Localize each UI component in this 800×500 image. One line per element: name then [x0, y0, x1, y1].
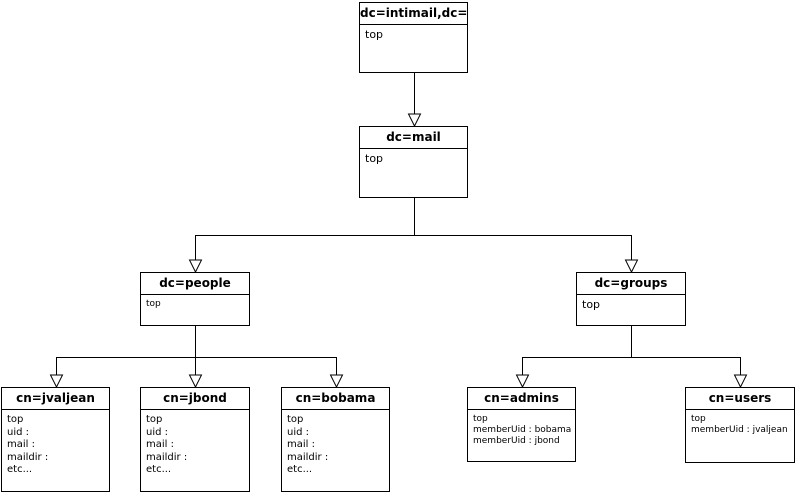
node-title: cn=jvaljean — [2, 388, 109, 410]
attribute-line: etc... — [287, 464, 313, 475]
attribute-line: memberUid : bobama — [473, 425, 572, 435]
node-jvaljean[interactable]: cn=jvaljean top uid : mail : maildir : e… — [1, 387, 110, 492]
attribute-line: uid : — [287, 426, 310, 438]
attribute-line: top — [146, 414, 163, 425]
node-bobama[interactable]: cn=bobama top uid : mail : maildir : etc… — [281, 387, 390, 492]
attribute-line: maildir : — [287, 451, 329, 463]
edge-groups-admins — [522, 326, 632, 375]
attribute-line: top — [365, 152, 384, 165]
node-attributes: top — [360, 25, 467, 45]
arrowhead-icon — [188, 374, 203, 389]
attribute-line: etc... — [7, 464, 33, 475]
attribute-line: mail : — [287, 439, 315, 450]
arrowhead-icon — [49, 374, 64, 389]
attribute-line: uid : — [146, 426, 169, 438]
node-attributes: top — [141, 295, 249, 314]
attribute-line: maildir : — [146, 451, 188, 463]
attribute-line: top — [365, 28, 384, 41]
node-groups[interactable]: dc=groups top — [576, 272, 686, 326]
attribute-line: top — [582, 298, 601, 311]
node-mail[interactable]: dc=mail top — [359, 126, 468, 198]
attribute-line: top — [287, 414, 304, 425]
node-title: dc=people — [141, 273, 249, 295]
arrowhead-icon — [624, 259, 639, 274]
arrowhead-icon — [733, 374, 748, 389]
node-title: cn=users — [686, 388, 794, 410]
node-attributes: top uid : mail : maildir : etc... — [2, 410, 109, 481]
node-admins[interactable]: cn=admins top memberUid : bobama memberU… — [467, 387, 576, 462]
node-jbond[interactable]: cn=jbond top uid : mail : maildir : etc.… — [140, 387, 250, 492]
node-title: cn=jbond — [141, 388, 249, 410]
node-title: cn=admins — [468, 388, 575, 410]
attribute-line: memberUid : jbond — [473, 436, 560, 446]
node-attributes: top memberUid : bobama memberUid : jbond — [468, 410, 575, 451]
attribute-line: top — [691, 414, 706, 424]
node-title: dc=mail — [360, 127, 467, 149]
edge-groups-users — [631, 326, 741, 375]
edge-mail-groups — [414, 198, 632, 260]
attribute-line: memberUid : jvaljean — [691, 425, 788, 435]
edge-people-bobama — [195, 326, 337, 375]
node-root[interactable]: dc=intimail,dc=pw top — [359, 2, 468, 73]
attribute-line: mail : — [146, 439, 174, 450]
edge-people-jvaljean — [56, 326, 196, 375]
node-title: dc=intimail,dc=pw — [360, 3, 467, 25]
node-users[interactable]: cn=users top memberUid : jvaljean — [685, 387, 795, 463]
node-title: cn=bobama — [282, 388, 389, 410]
node-title: dc=groups — [577, 273, 685, 295]
edge-mail-people — [195, 198, 415, 260]
attribute-line: mail : — [7, 439, 35, 450]
attribute-line: top — [473, 414, 488, 424]
node-attributes: top uid : mail : maildir : etc... — [282, 410, 389, 481]
arrowhead-icon — [407, 113, 422, 128]
node-attributes: top uid : mail : maildir : etc... — [141, 410, 249, 481]
attribute-line: top — [146, 299, 161, 309]
arrowhead-icon — [329, 374, 344, 389]
node-attributes: top — [360, 149, 467, 169]
arrowhead-icon — [188, 259, 203, 274]
attribute-line: maildir : — [7, 451, 49, 463]
attribute-line: top — [7, 414, 24, 425]
node-attributes: top memberUid : jvaljean — [686, 410, 794, 440]
node-people[interactable]: dc=people top — [140, 272, 250, 326]
node-attributes: top — [577, 295, 685, 315]
attribute-line: etc... — [146, 464, 172, 475]
attribute-line: uid : — [7, 426, 30, 438]
arrowhead-icon — [515, 374, 530, 389]
